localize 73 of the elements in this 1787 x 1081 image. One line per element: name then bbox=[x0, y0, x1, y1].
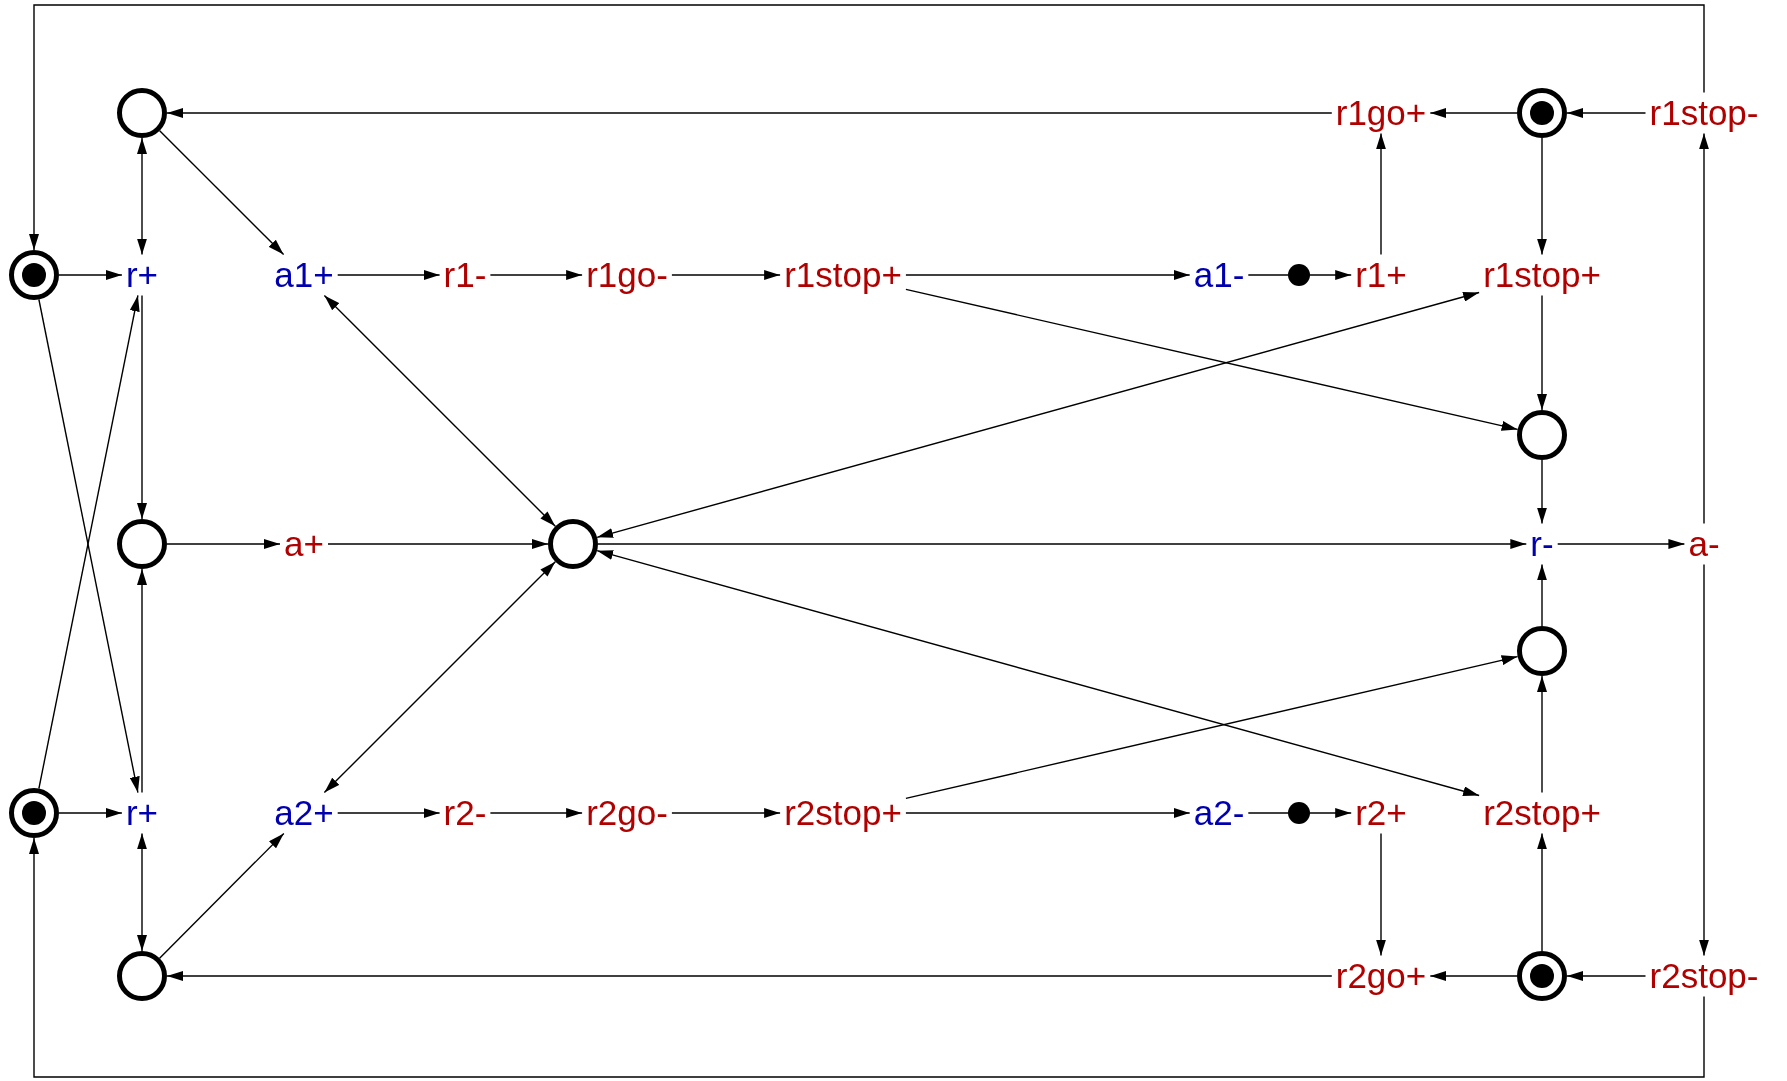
arrow bbox=[166, 539, 281, 549]
transition-label: r2+ bbox=[1353, 794, 1409, 832]
marked-place bbox=[1517, 88, 1567, 138]
arrow bbox=[1309, 270, 1352, 280]
arrow bbox=[671, 270, 781, 280]
arrow bbox=[1376, 132, 1386, 256]
arrow bbox=[337, 808, 441, 818]
arrow bbox=[1537, 563, 1547, 627]
transition-label: r+ bbox=[123, 256, 161, 294]
arrow bbox=[323, 561, 556, 794]
transition-label: a- bbox=[1686, 525, 1722, 563]
marked-place bbox=[9, 250, 59, 300]
transition-label: r- bbox=[1528, 525, 1556, 563]
transition-label: r2- bbox=[441, 794, 489, 832]
arrow bbox=[1376, 832, 1386, 957]
transition-label: r1stop- bbox=[1647, 94, 1761, 132]
transition-label: r1go- bbox=[584, 256, 670, 294]
arrow bbox=[1537, 675, 1547, 794]
arrow bbox=[166, 971, 1333, 981]
arrow bbox=[158, 832, 285, 959]
arrow bbox=[489, 808, 583, 818]
arrow bbox=[323, 294, 556, 527]
arrow bbox=[671, 808, 781, 818]
arrow bbox=[29, 4, 1705, 251]
arrow bbox=[1429, 108, 1518, 118]
arrow bbox=[1537, 137, 1547, 256]
transition-label: r2stop- bbox=[1647, 957, 1761, 995]
arrow bbox=[905, 270, 1191, 280]
arrow bbox=[58, 270, 123, 280]
arrow bbox=[1429, 971, 1518, 981]
arrow bbox=[29, 837, 1705, 1078]
arrow bbox=[1566, 108, 1647, 118]
transition-label: r1+ bbox=[1353, 256, 1409, 294]
marked-place bbox=[9, 788, 59, 838]
transition-label: r2stop+ bbox=[782, 794, 904, 832]
transition-label: r2go- bbox=[584, 794, 670, 832]
arrow bbox=[327, 539, 549, 549]
transition-label: a2- bbox=[1191, 794, 1247, 832]
arrow bbox=[1537, 832, 1547, 952]
transition-label: r2go+ bbox=[1333, 957, 1429, 995]
arrow bbox=[137, 568, 147, 794]
arrow bbox=[1557, 539, 1686, 549]
arrow bbox=[1699, 132, 1709, 525]
arrow bbox=[905, 808, 1191, 818]
arrow bbox=[905, 288, 1519, 431]
arrow bbox=[58, 808, 123, 818]
arrow bbox=[596, 291, 1480, 538]
arrow bbox=[1537, 294, 1547, 411]
arrow bbox=[159, 130, 285, 256]
arrow bbox=[1566, 971, 1647, 981]
transition-label: r1- bbox=[441, 256, 489, 294]
transition-label: a1+ bbox=[272, 256, 336, 294]
transition-label: r1go+ bbox=[1333, 94, 1429, 132]
transition-label: r2stop+ bbox=[1481, 794, 1603, 832]
arrow bbox=[137, 137, 147, 256]
arrow bbox=[1309, 808, 1352, 818]
arrow bbox=[137, 832, 147, 952]
arrow bbox=[597, 539, 1527, 549]
arrow bbox=[1537, 459, 1547, 525]
marked-place bbox=[1517, 951, 1567, 1001]
transition-label: r1stop+ bbox=[1481, 256, 1603, 294]
transition-label: a1- bbox=[1191, 256, 1247, 294]
arrow bbox=[905, 655, 1519, 800]
transition-label: r+ bbox=[123, 794, 161, 832]
arrow bbox=[596, 550, 1480, 797]
arrow bbox=[137, 294, 147, 520]
transition-label: r1stop+ bbox=[782, 256, 904, 294]
arrow bbox=[166, 108, 1333, 118]
transition-label: a2+ bbox=[272, 794, 336, 832]
arrow bbox=[489, 270, 583, 280]
arrow bbox=[1699, 563, 1709, 957]
transition-label: a+ bbox=[282, 525, 326, 563]
arrow bbox=[337, 270, 441, 280]
